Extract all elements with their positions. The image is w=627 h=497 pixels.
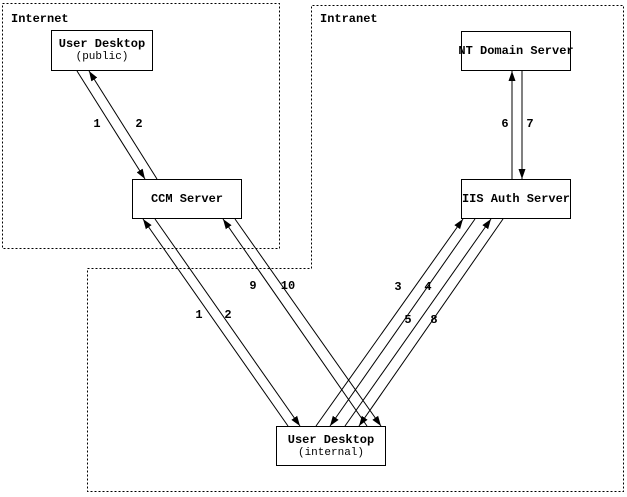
node-iis-auth-server: IIS Auth Server bbox=[461, 179, 571, 219]
internet-zone-border bbox=[2, 3, 280, 249]
node-label: NT Domain Server bbox=[458, 43, 574, 58]
flow-line-10-ccm-to-internal-desktop bbox=[234, 218, 382, 427]
flow-label-3: 3 bbox=[394, 280, 402, 294]
flow-label-7: 7 bbox=[526, 117, 534, 131]
node-sublabel: (public) bbox=[75, 51, 129, 63]
flow-line-5-internal-desktop-to-iis bbox=[344, 218, 492, 427]
node-sublabel: (internal) bbox=[297, 446, 364, 459]
flow-line-2-ccm-to-internal-desktop bbox=[154, 218, 301, 427]
flow-line-3-internal-desktop-to-iis bbox=[315, 218, 464, 427]
node-user-desktop-internal: User Desktop (internal) bbox=[276, 426, 386, 466]
intranet-zone-border bbox=[87, 5, 624, 492]
flow-line-4-iis-to-internal-desktop bbox=[329, 218, 476, 427]
flow-label-1-internal: 1 bbox=[195, 308, 203, 322]
flow-label-10: 10 bbox=[280, 279, 296, 293]
node-label: User Desktop bbox=[287, 432, 375, 447]
node-label: IIS Auth Server bbox=[461, 191, 571, 206]
internet-zone-label: Internet bbox=[11, 12, 69, 26]
flow-label-4: 4 bbox=[424, 280, 432, 294]
flow-line-8-iis-to-internal-desktop bbox=[358, 218, 504, 427]
node-user-desktop-public: User Desktop (public) bbox=[51, 30, 153, 71]
flow-label-2-public: 2 bbox=[135, 117, 143, 131]
flow-line-1-internal-desktop-to-ccm bbox=[142, 218, 289, 427]
flow-line-2-ccm-to-public-desktop bbox=[88, 70, 158, 180]
node-label: User Desktop bbox=[58, 37, 146, 51]
flow-line-1-public-desktop-to-ccm bbox=[76, 70, 146, 180]
flow-label-8: 8 bbox=[430, 313, 438, 327]
flow-label-1-public: 1 bbox=[93, 117, 101, 131]
flow-label-2-internal: 2 bbox=[224, 308, 232, 322]
intranet-zone-label: Intranet bbox=[320, 12, 378, 26]
flow-label-5: 5 bbox=[404, 313, 412, 327]
flow-label-6: 6 bbox=[501, 117, 509, 131]
flow-line-9-internal-desktop-to-ccm bbox=[222, 218, 368, 427]
node-label: CCM Server bbox=[150, 191, 223, 206]
flow-label-9: 9 bbox=[249, 279, 257, 293]
node-ccm-server: CCM Server bbox=[132, 179, 242, 219]
node-nt-domain-server: NT Domain Server bbox=[458, 31, 574, 71]
